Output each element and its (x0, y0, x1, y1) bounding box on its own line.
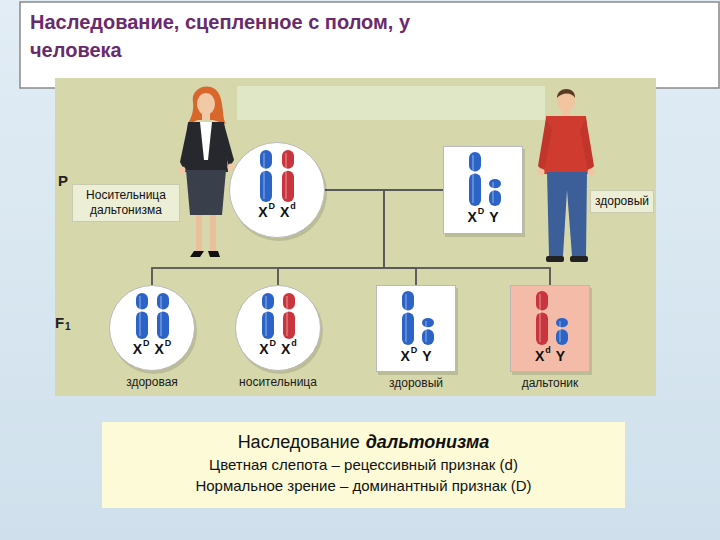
chromosome-letter: X (133, 341, 142, 357)
allele-letter: D (411, 342, 418, 358)
chromosome (469, 152, 481, 206)
generation-label: F (55, 314, 64, 331)
chromosome-letter: X (155, 341, 164, 357)
info-heading: дальтонизма (366, 432, 490, 452)
info-line: Нормальное зрение – доминантный признак … (102, 475, 625, 496)
info-box: Наследование дальтонизмаЦветная слепота –… (102, 422, 625, 508)
label-box: Носительница дальтонизма (72, 184, 180, 222)
chromosome (556, 318, 568, 345)
inheritance-line (325, 190, 416, 285)
diagram-title: Наследование, сцепленное с полом, у чело… (30, 8, 460, 64)
allele-letter: D (165, 335, 172, 351)
chromosome (283, 293, 295, 339)
cell-outline (510, 285, 590, 372)
info-heading: Наследование (238, 432, 360, 452)
allele-letter: d (291, 335, 297, 351)
chromosome-letter: X (400, 348, 409, 364)
chromosome (422, 318, 434, 345)
phenotype-caption: здоровый (389, 376, 443, 390)
chromosome-letter: Y (489, 209, 498, 225)
allele-letter: d (290, 198, 296, 214)
chromosome-letter: X (535, 348, 544, 364)
genotype-cell: XDXDздоровая (109, 285, 195, 371)
chromosome-letter: X (280, 204, 289, 220)
picture-ground (55, 78, 656, 396)
chromosome (260, 150, 272, 202)
allele-letter: d (545, 342, 551, 358)
chromosome (157, 293, 169, 339)
chromosome (282, 150, 294, 202)
inheritance-line (384, 190, 443, 285)
chromosome-letter: X (281, 341, 290, 357)
chromosome-letter: X (467, 209, 476, 225)
cell-outline (235, 285, 321, 371)
allele-letter: D (143, 335, 150, 351)
phenotype-caption: дальтоник (522, 376, 579, 390)
phenotype-caption: здоровая (126, 375, 178, 389)
genotype-cell: XDYздоровый (376, 285, 456, 372)
generation-label: P (58, 172, 68, 189)
chromosome-letter: X (259, 341, 268, 357)
allele-letter: D (270, 335, 277, 351)
generation-label: 1 (65, 321, 71, 332)
chromosome (402, 291, 414, 345)
woman-figure (179, 87, 235, 257)
label-box: здоровый (590, 190, 654, 213)
cell-outline (109, 285, 195, 371)
phenotype-caption: носительница (239, 375, 317, 389)
label-text: здоровый (595, 194, 649, 209)
allele-letter: D (478, 203, 485, 219)
genotype-cell: XdYдальтоник (510, 285, 590, 372)
chromosome (489, 179, 501, 206)
genotype-cell: XDY (443, 146, 523, 234)
info-ground (102, 422, 625, 508)
label-text: Носительница дальтонизма (77, 188, 175, 218)
chromosome (136, 293, 148, 339)
cell-outline (443, 146, 523, 234)
man-figure (538, 89, 595, 262)
info-line: Цветная слепота – рецессивный признак (d… (102, 454, 625, 475)
chromosome (536, 291, 548, 345)
genotype-cell: XDXd (229, 142, 325, 238)
title-frame (20, 2, 719, 88)
blank-band (237, 86, 545, 120)
allele-letter: D (269, 198, 276, 214)
chromosome (262, 293, 274, 339)
chromosome-letter: Y (422, 348, 431, 364)
cell-outline (229, 142, 325, 238)
chromosome-letter: X (258, 204, 267, 220)
chromosome-letter: Y (556, 348, 565, 364)
genotype-cell: XDXdносительница (235, 285, 321, 371)
cell-outline (376, 285, 456, 372)
